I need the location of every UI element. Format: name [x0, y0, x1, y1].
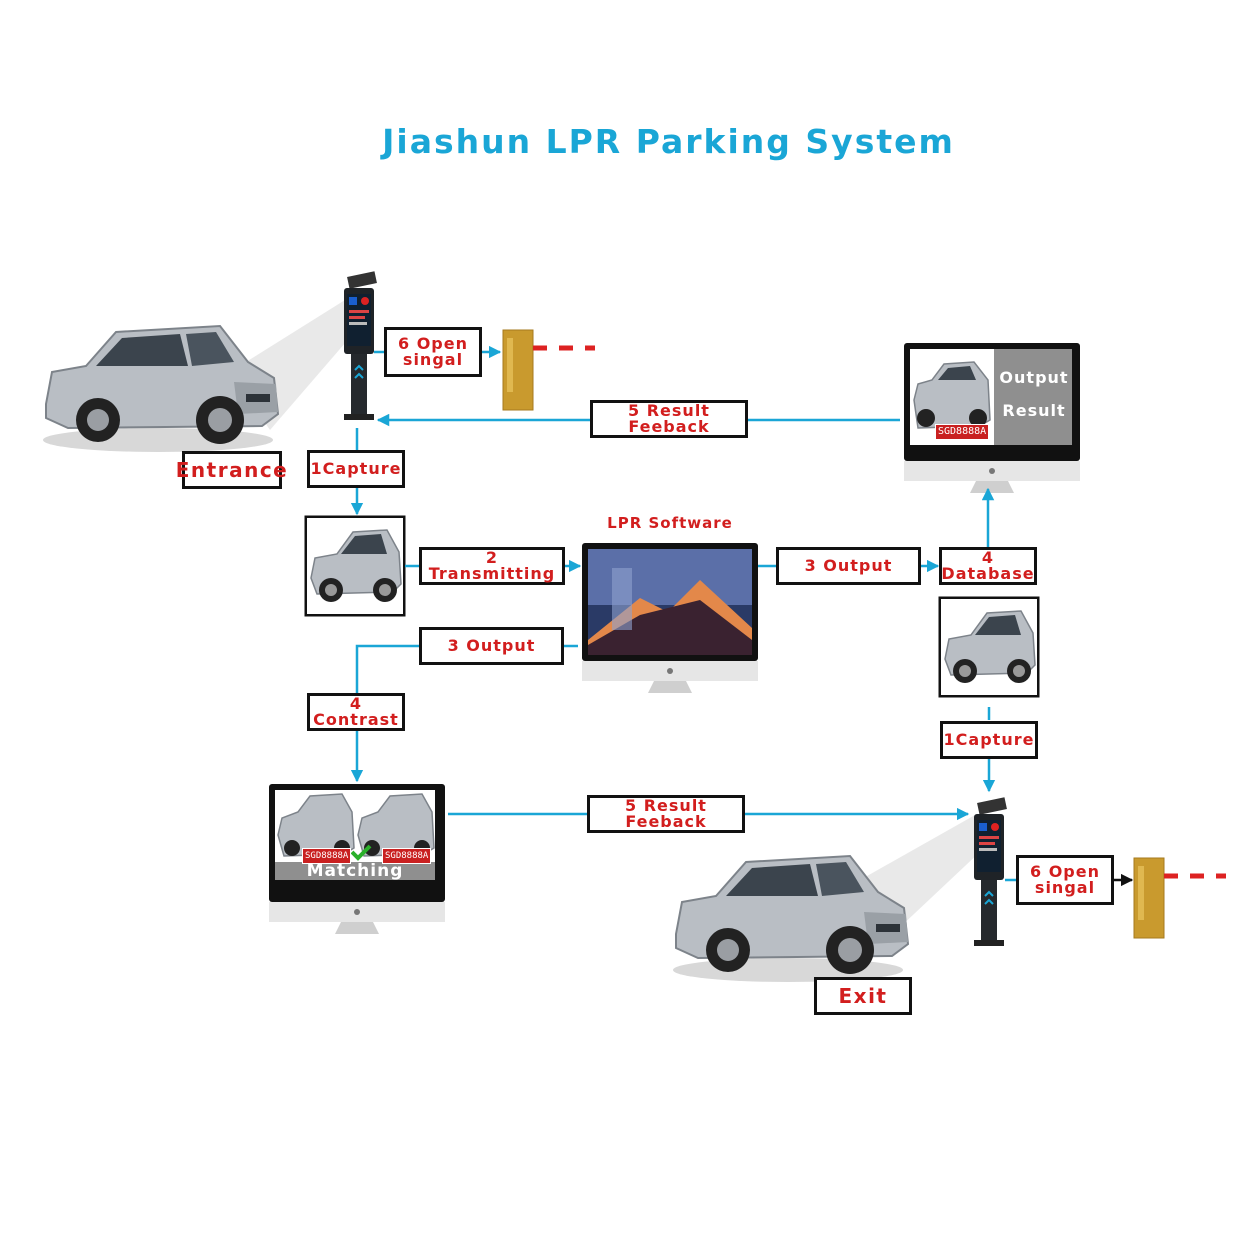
entrance-lpr-camera-pole — [343, 270, 378, 421]
contrast-label: 4 Contrast — [307, 693, 405, 731]
exit-capture-thumbnail — [940, 598, 1038, 696]
output-screen-line1: Output — [999, 368, 1069, 387]
entry-capture-thumbnail — [306, 517, 404, 615]
result-feedback-entry-label: 5 Result Feeback — [590, 400, 748, 438]
open-signal-exit-label: 6 Open singal — [1016, 855, 1114, 905]
lpr-software-title: LPR Software — [607, 514, 733, 532]
exit-lpr-camera-pole — [973, 796, 1008, 947]
capture-exit-label: 1Capture — [940, 721, 1038, 759]
entrance-label: Entrance — [176, 451, 287, 489]
open-signal-entry-label: 6 Open singal — [384, 327, 482, 377]
matching-plate-left: SGD8888A — [302, 848, 352, 864]
page-title: Jiashun LPR Parking System — [382, 122, 955, 161]
entrance-barrier-gate — [503, 330, 595, 410]
matching-screen-text: Matching — [306, 861, 404, 881]
output-screen-plate: SGD8888A — [935, 424, 990, 440]
transmitting-label: 2 Transmitting — [419, 547, 565, 585]
output-to-contrast-label: 3 Output — [419, 627, 564, 665]
matching-plate-right: SGD8888A — [382, 848, 432, 864]
output-to-database-label: 3 Output — [776, 547, 921, 585]
result-feedback-exit-label: 5 Result Feeback — [587, 795, 745, 833]
entrance-car — [42, 325, 279, 453]
capture-entry-label: 1Capture — [307, 450, 405, 488]
output-screen-line2: Result — [1002, 401, 1066, 420]
exit-label: Exit — [814, 977, 912, 1015]
database-label: 4 Database — [939, 547, 1037, 585]
check-icon — [350, 844, 372, 861]
connector-output-to-contrast — [355, 644, 419, 693]
exit-barrier-gate — [1134, 858, 1226, 938]
